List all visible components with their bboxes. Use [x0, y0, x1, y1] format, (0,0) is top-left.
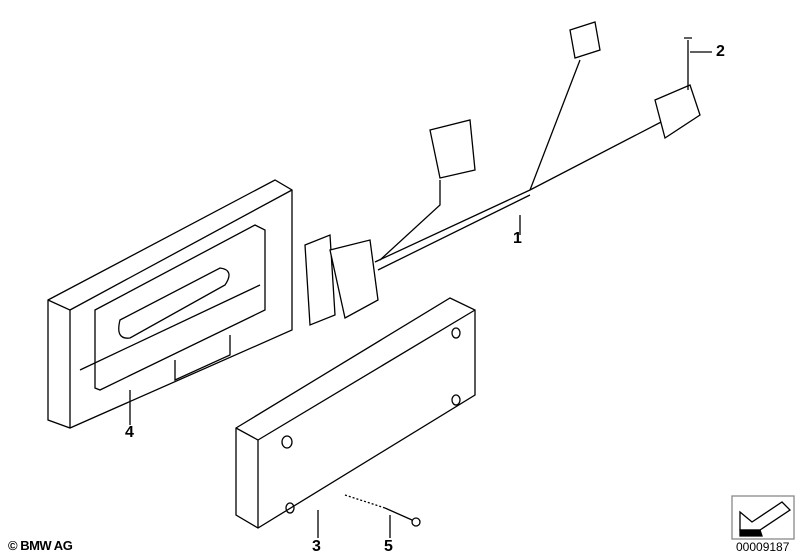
cable-harness — [304, 21, 701, 326]
callout-3: 3 — [312, 538, 321, 555]
arrow-direction-icon — [731, 495, 795, 540]
copyright: © BMW AG — [8, 538, 73, 553]
diagram-number: 00009187 — [736, 540, 790, 554]
holder-plate — [47, 179, 293, 429]
screw-2 — [684, 37, 692, 90]
control-unit — [235, 297, 476, 529]
screw-5-head — [411, 517, 421, 527]
leader-lines — [129, 51, 712, 538]
callout-2: 2 — [716, 43, 725, 60]
callout-4: 4 — [125, 424, 134, 441]
screw-5 — [384, 507, 413, 521]
callout-5: 5 — [384, 538, 393, 555]
callout-1: 1 — [513, 230, 522, 247]
